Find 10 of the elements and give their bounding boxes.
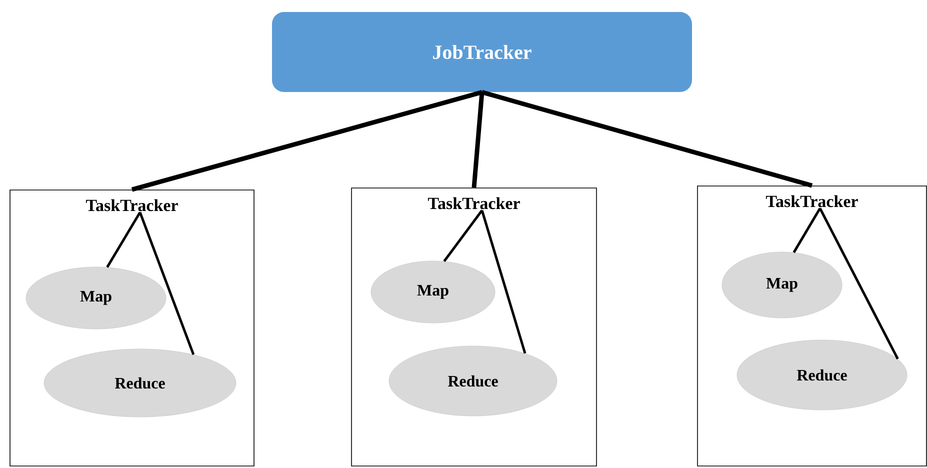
connector-line	[131, 90, 483, 192]
connector-line	[443, 210, 483, 262]
process-box: JobTracker	[272, 12, 692, 92]
connector-line	[472, 92, 484, 188]
connector-line	[138, 212, 195, 355]
connector-line	[818, 208, 899, 360]
connector-line	[792, 208, 822, 254]
connector-line	[481, 90, 813, 188]
connector-line	[106, 212, 142, 268]
connector-line	[480, 210, 526, 354]
